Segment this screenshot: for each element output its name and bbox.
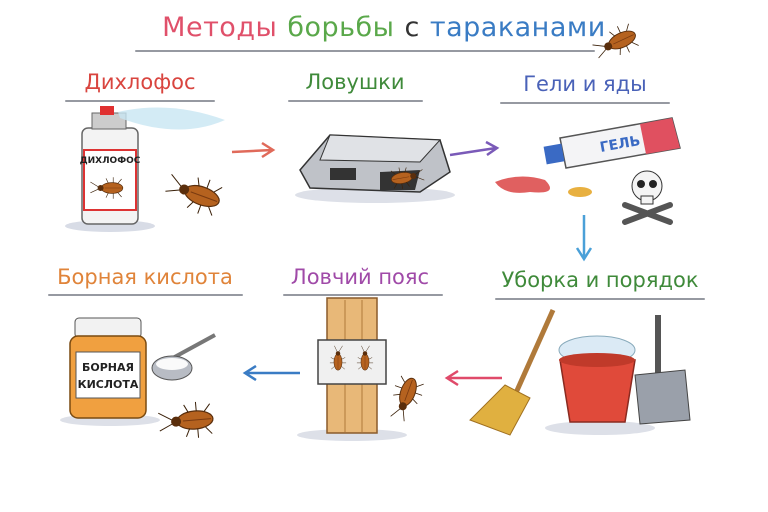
cockroach-icon	[589, 20, 642, 66]
underline	[65, 100, 215, 102]
cockroach-icon	[161, 166, 226, 220]
label-cleaning: Уборка и порядок	[501, 268, 699, 292]
cockroach-icon	[156, 399, 216, 442]
broom-icon	[469, 308, 556, 436]
label-traps: Ловушки	[305, 70, 405, 94]
arrow-left-icon	[444, 369, 502, 387]
title-word: Методы	[162, 12, 278, 43]
underline	[288, 100, 423, 102]
trap-icon	[295, 134, 455, 203]
arrow-right-icon	[449, 140, 500, 157]
tube-label: ГЕЛЬ	[599, 133, 642, 156]
gel-tube-icon: ГЕЛЬ	[495, 117, 681, 197]
boric-acid-jar-icon: БОРНАЯ КИСЛОТА	[60, 317, 160, 426]
bucket-icon	[545, 335, 655, 435]
arrow-left-icon	[242, 364, 300, 382]
underline	[500, 102, 670, 104]
underline	[48, 294, 243, 296]
underline	[283, 294, 443, 296]
wooden-post-icon	[297, 297, 407, 441]
label-boric-acid: Борная кислота	[57, 265, 233, 289]
title-word: с	[404, 12, 420, 43]
arrow-right-icon	[231, 141, 276, 159]
jar-label-1: БОРНАЯ	[82, 361, 134, 374]
arrow-down-icon	[575, 215, 593, 262]
label-dichlorvos: Дихлофос	[84, 70, 196, 94]
jar-label-2: КИСЛОТА	[78, 378, 139, 391]
title-word: борьбы	[287, 12, 395, 43]
spray-can-icon: ДИХЛОФОС	[65, 106, 225, 232]
underline	[495, 298, 705, 300]
title-underline	[135, 50, 595, 52]
cockroach-icon	[384, 373, 427, 425]
title-word: тараканами	[429, 12, 606, 43]
skull-crossbones-icon	[622, 170, 673, 225]
scoop-icon	[151, 333, 216, 381]
label-catch-belt: Ловчий пояс	[290, 265, 430, 289]
label-gels-poisons: Гели и яды	[523, 72, 647, 96]
dustpan-icon	[634, 315, 691, 425]
can-label: ДИХЛОФОС	[80, 156, 141, 166]
